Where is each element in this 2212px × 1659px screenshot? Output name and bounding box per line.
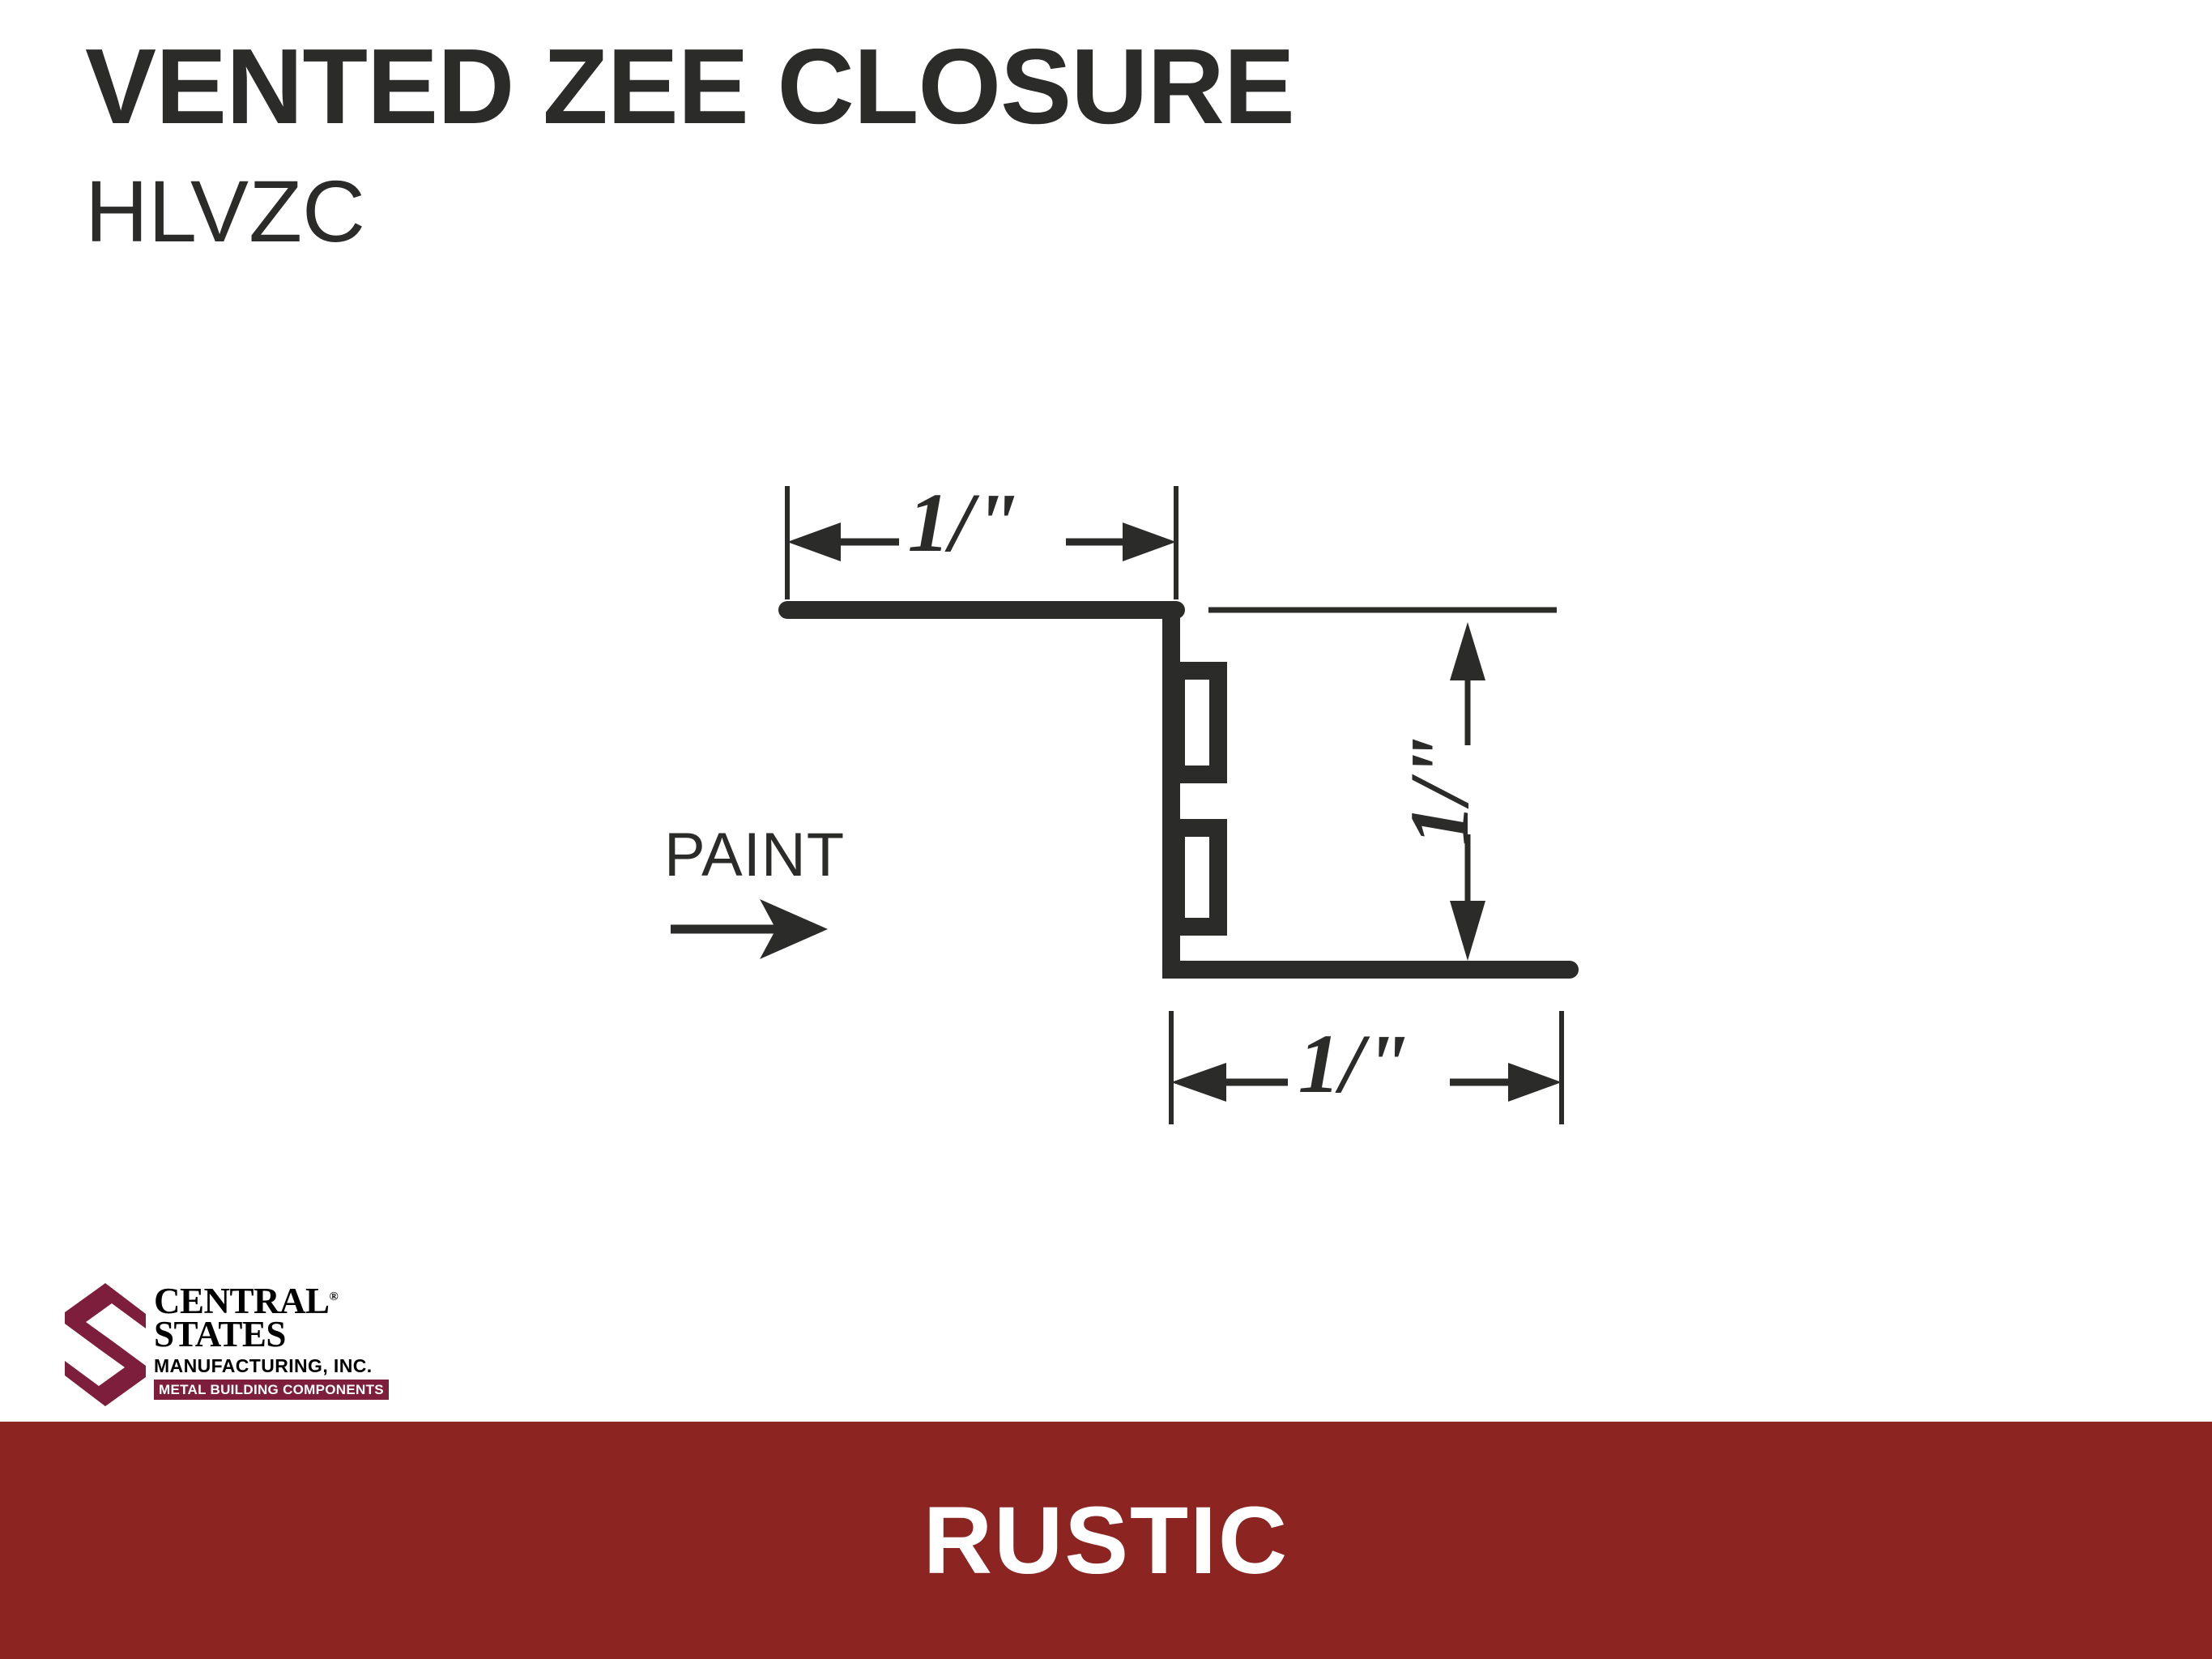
paint-annotation: PAINT bbox=[664, 825, 845, 886]
footer-band: RUSTIC bbox=[0, 1422, 2212, 1659]
paint-label: PAINT bbox=[664, 821, 846, 889]
logo-wordmark: CENTRAL® STATES MANUFACTURING, INC. META… bbox=[154, 1283, 389, 1400]
top-dimension-arrowhead-left bbox=[787, 522, 841, 561]
bottom-dimension-label: 1/" bbox=[1298, 1017, 1411, 1111]
vent-slot-upper bbox=[1167, 662, 1227, 783]
paint-arrow-right-icon bbox=[671, 899, 828, 959]
bottom-dimension-arrowhead-right bbox=[1508, 1063, 1562, 1102]
right-dimension-arrowhead-down bbox=[1450, 901, 1485, 961]
logo-line-manufacturing: MANUFACTURING, INC. bbox=[154, 1354, 373, 1376]
logo-line-central: CENTRAL® bbox=[154, 1283, 356, 1320]
top-dimension-label: 1/" bbox=[908, 476, 1021, 569]
footer-collection-label: RUSTIC bbox=[923, 1486, 1289, 1594]
registered-trademark-icon: ® bbox=[329, 1290, 339, 1303]
product-code: HLVZC bbox=[85, 161, 366, 260]
logo-tagline-banner: METAL BUILDING COMPONENTS bbox=[154, 1379, 389, 1400]
top-dimension-arrowhead-right bbox=[1123, 522, 1176, 561]
bottom-dimension-arrowhead-left bbox=[1171, 1063, 1226, 1102]
central-states-s-monogram-icon bbox=[65, 1283, 146, 1406]
page-title: VENTED ZEE CLOSURE bbox=[85, 27, 1295, 146]
logo-text-central: CENTRAL bbox=[154, 1281, 330, 1321]
vent-slot-lower bbox=[1167, 819, 1227, 936]
right-dimension-label: 1/" bbox=[1393, 734, 1486, 847]
title-block: VENTED ZEE CLOSURE HLVZC bbox=[85, 27, 1867, 261]
right-dimension-arrowhead-up bbox=[1450, 622, 1485, 680]
logo-line-states: STATES bbox=[154, 1314, 286, 1355]
company-logo: CENTRAL® STATES MANUFACTURING, INC. META… bbox=[63, 1282, 389, 1411]
